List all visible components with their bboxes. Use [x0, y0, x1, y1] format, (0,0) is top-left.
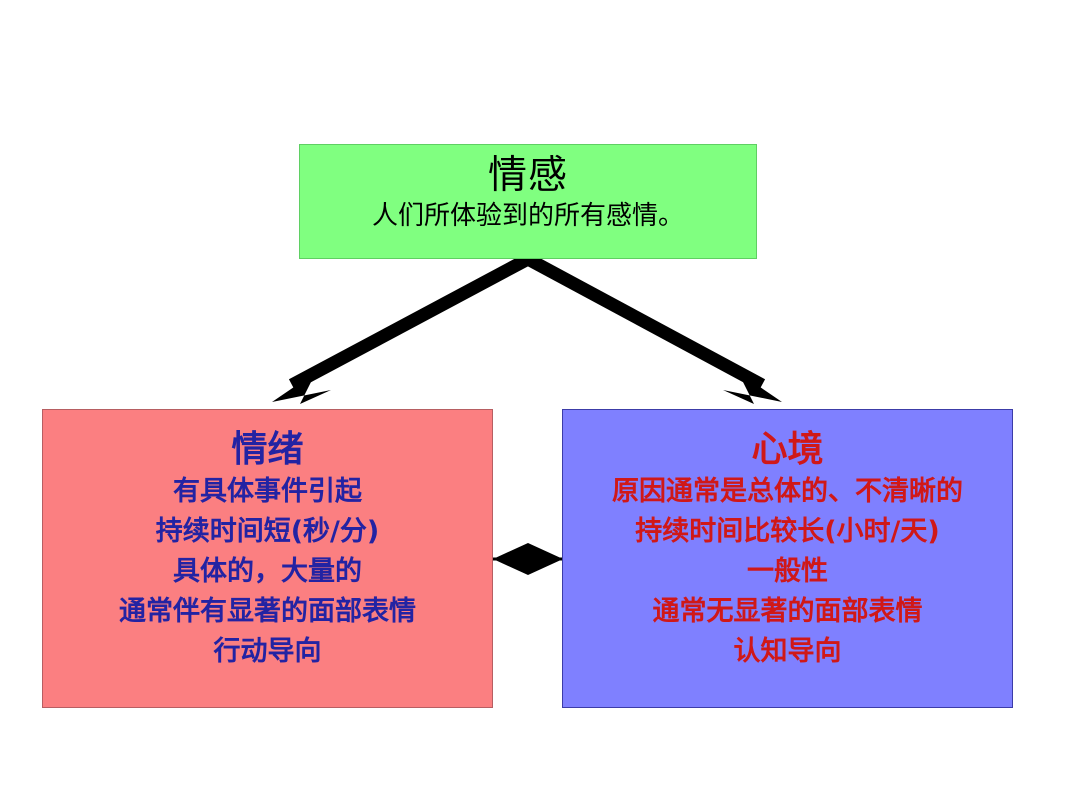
node-emotion-line: 有具体事件引起 [173, 476, 362, 507]
connector-root-to-emotion [272, 253, 532, 404]
node-mood-title: 心境 [751, 429, 824, 470]
node-mood-line: 通常无显著的面部表情 [652, 596, 923, 627]
node-root-title: 情感 [487, 153, 568, 198]
node-emotion-line: 通常伴有显著的面部表情 [119, 596, 416, 627]
node-root-body: 人们所体验到的所有感情。 [372, 199, 684, 233]
node-mood-body: 原因通常是总体的、不清晰的 持续时间比较长(小时/天) 一般性 通常无显著的面部… [612, 472, 963, 672]
connector-emotion-to-mood [493, 543, 563, 575]
node-mood-line: 认知导向 [733, 636, 842, 667]
node-emotion-line: 行动导向 [213, 636, 322, 667]
node-emotion-body: 有具体事件引起 持续时间短(秒/分) 具体的，大量的 通常伴有显著的面部表情 行… [119, 472, 416, 672]
node-mood-line: 一般性 [747, 556, 828, 587]
node-mood-line: 持续时间比较长(小时/天) [635, 516, 940, 547]
node-emotion-line: 持续时间短(秒/分) [155, 516, 380, 547]
node-mood-line: 原因通常是总体的、不清晰的 [612, 476, 963, 507]
node-root-emotion-concept[interactable]: 情感 人们所体验到的所有感情。 [299, 144, 757, 259]
node-mood[interactable]: 心境 原因通常是总体的、不清晰的 持续时间比较长(小时/天) 一般性 通常无显著… [562, 409, 1013, 708]
node-emotion-title: 情绪 [231, 429, 304, 470]
node-emotion-line: 具体的，大量的 [173, 556, 362, 587]
node-emotion[interactable]: 情绪 有具体事件引起 持续时间短(秒/分) 具体的，大量的 通常伴有显著的面部表… [42, 409, 493, 708]
node-root-line: 人们所体验到的所有感情。 [371, 201, 684, 231]
connector-root-to-mood [524, 253, 782, 404]
